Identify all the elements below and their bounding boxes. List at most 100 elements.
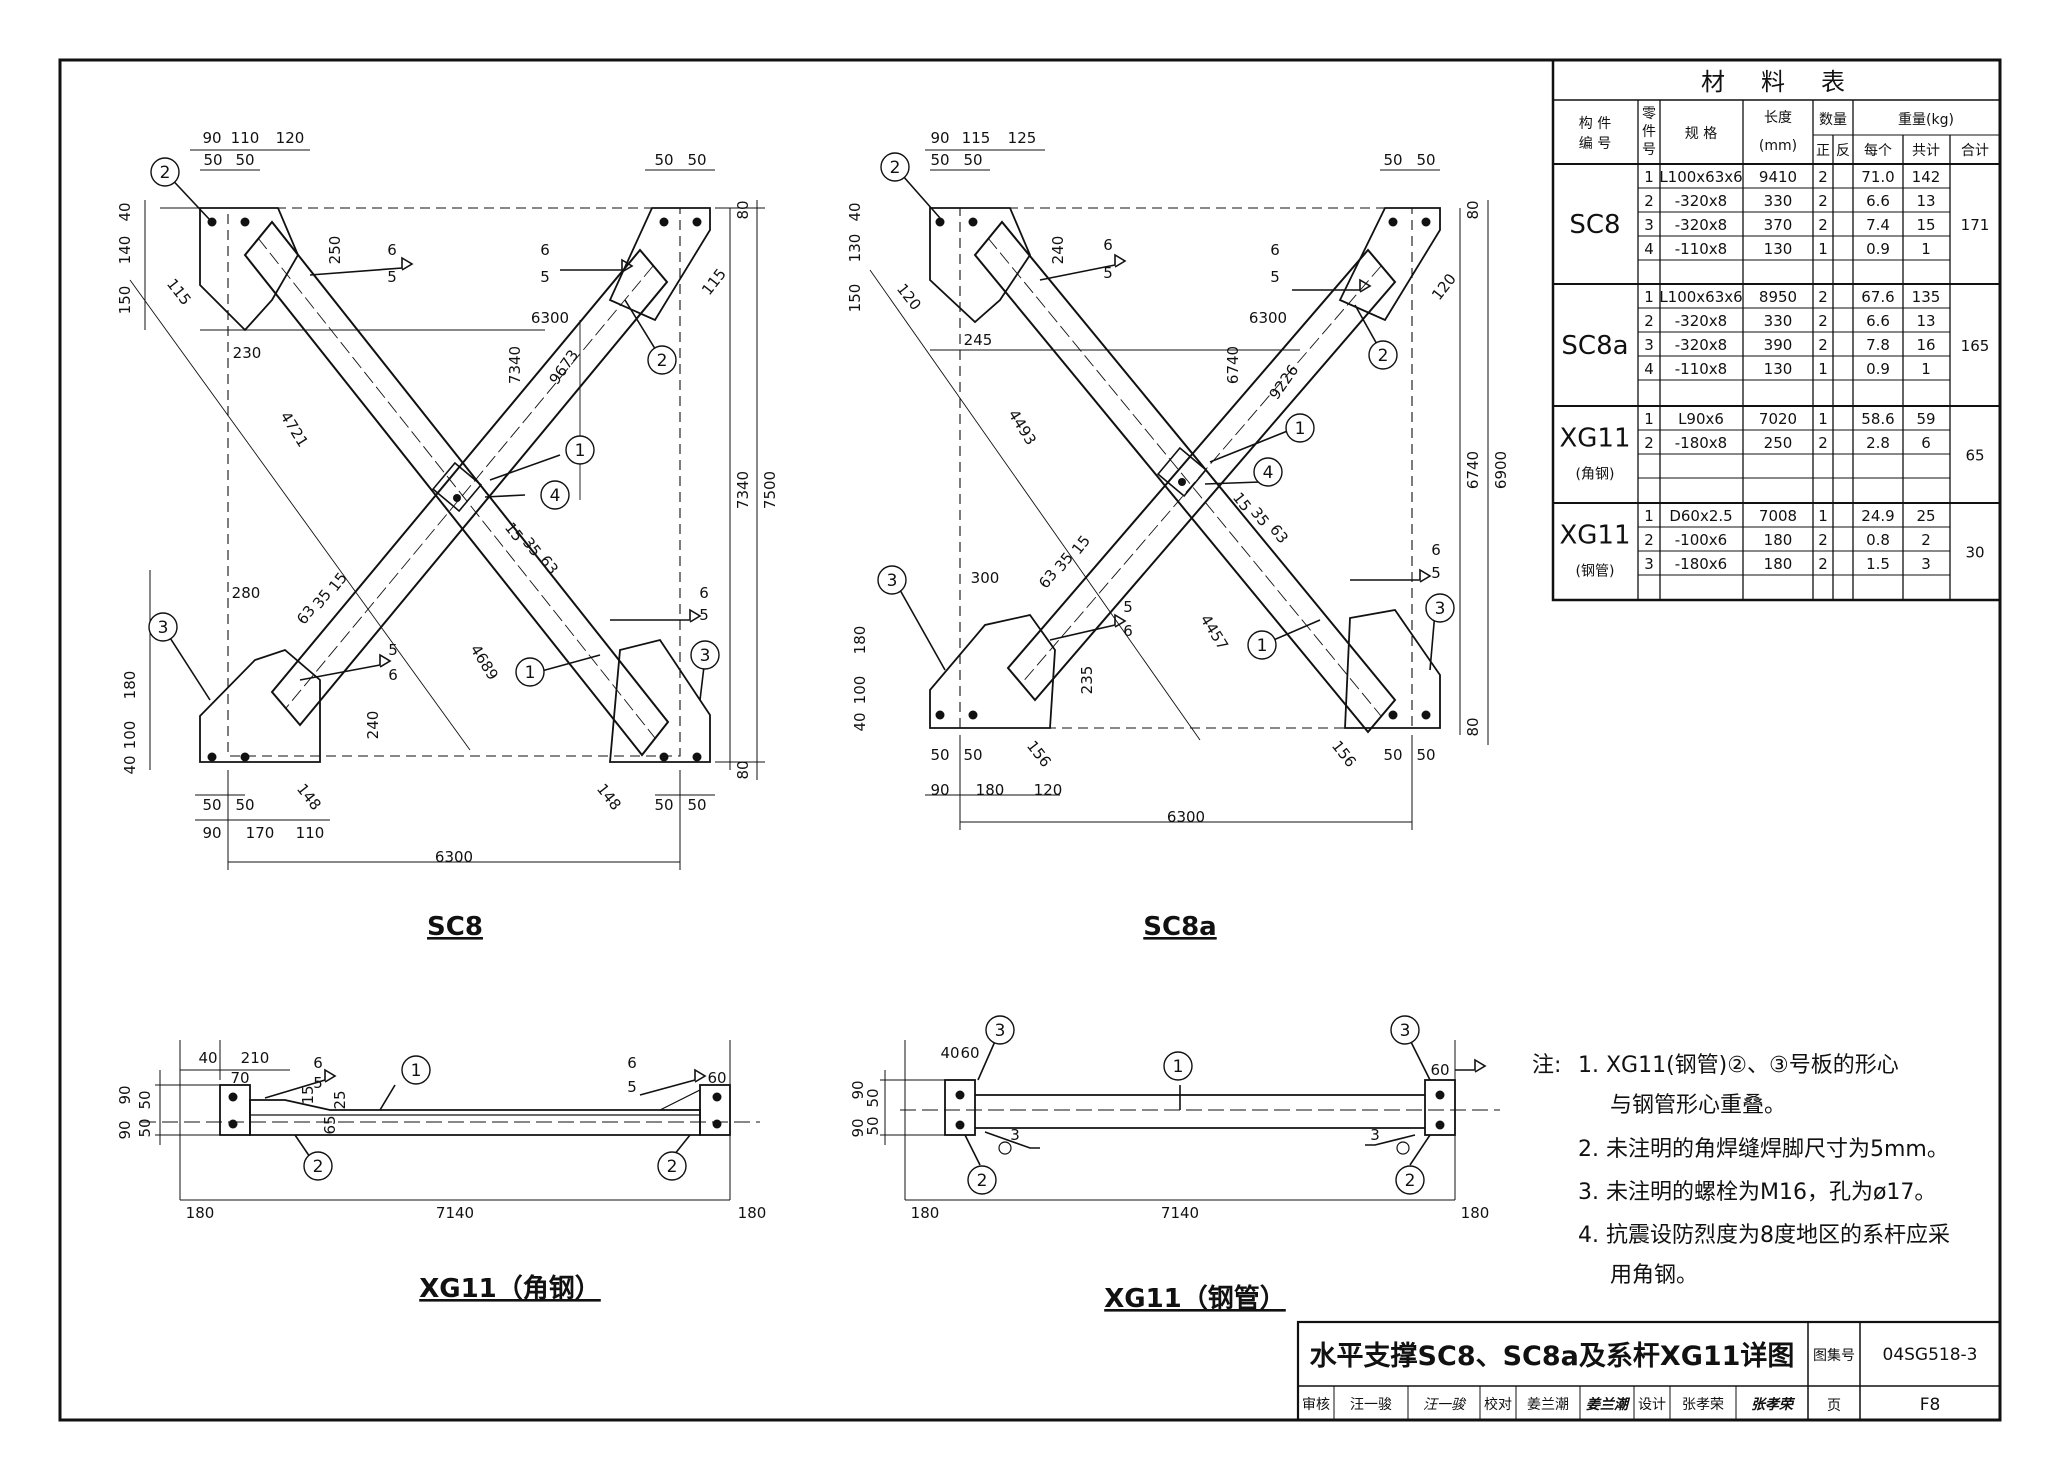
title-block-text: 水平支撑SC8、SC8a及系杆XG11详图 图集号 04SG518-3 页 F8… [1302,1340,1978,1415]
xg-pipe-caption: XG11（钢管） [1104,1284,1286,1314]
table-group-total: 165 [1961,337,1990,355]
table-member-sub: (角钢) [1576,467,1615,483]
sc8-dim-150: 150 [116,286,134,315]
review-name: 汪一骏 [1350,1397,1392,1413]
note-1-line-2: 与钢管形心重叠。 [1610,1093,1786,1118]
sc8-caption: SC8 [427,912,483,942]
part-marker-circle [1390,1015,1420,1045]
sc8a-dim-6740: 6740 [1464,451,1482,489]
sc8a-dim-50e: 50 [930,746,949,764]
atlas-no: 04SG518-3 [1883,1345,1978,1365]
sc8-dim-50b: 50 [235,151,254,169]
xga-dim-25: 25 [331,1090,349,1109]
part-marker-number: 2 [1405,1171,1416,1191]
table-cell: D60x2.5 [1669,507,1732,525]
sc8a-weld-6d: 6 [1431,541,1441,559]
sc8a-dim-50b: 50 [963,151,982,169]
sc8a-dim-125: 125 [1008,129,1037,147]
table-cell: 2 [1644,434,1654,452]
sc8-dim-148b: 148 [593,780,625,814]
table-group-total: 30 [1965,544,1984,562]
sc8-weld-6c: 6 [388,666,398,684]
part-marker-circle [985,1015,1015,1045]
table-cell: L100x63x6 [1659,288,1742,306]
xgp-dim-40: 40 [940,1044,959,1062]
part-marker-number: 3 [887,571,898,591]
hdr-weight: 重量(kg) [1898,112,1954,128]
part-marker-number: 1 [1257,636,1268,656]
sc8a-dim-80-bot: 80 [1464,717,1482,736]
part-marker-circle [657,1151,687,1181]
xga-dim-15: 15 [299,1085,317,1104]
sc8-dim-80-top: 80 [734,200,752,219]
table-cell: 0.9 [1866,240,1890,258]
part-marker-circle [1395,1165,1425,1195]
sc8-dim-50g: 50 [654,796,673,814]
table-cell: 67.6 [1861,288,1894,306]
sc8-weld-5: 5 [387,268,397,286]
xg-pipe-drawing [880,1029,1500,1201]
xga-weld-6: 6 [313,1054,323,1072]
table-cell: 6.6 [1866,312,1890,330]
part-marker-circle [565,435,595,465]
notes-prefix: 注: [1532,1053,1561,1078]
table-cell: 0.9 [1866,360,1890,378]
sc8-dim-6300: 6300 [435,848,473,866]
table-cell: 71.0 [1861,168,1894,186]
note-3: 3. 未注明的螺栓为M16，孔为ø17。 [1578,1180,1936,1205]
xga-dim-v50a: 50 [136,1090,154,1109]
sc8-dim-40: 40 [116,202,134,221]
sc8a-dim-120: 120 [893,280,925,314]
table-cell: 2.8 [1866,434,1890,452]
table-cell: 4 [1644,360,1654,378]
sc8-weld-6b: 6 [540,241,550,259]
sc8a-dim-156: 156 [1023,737,1055,771]
part-marker-circle [1247,630,1277,660]
sc8-dim-140: 140 [116,236,134,265]
sc8-dim-80-bot: 80 [734,760,752,779]
table-cell: 2 [1644,531,1654,549]
xga-weld-5b: 5 [627,1078,637,1096]
table-cell: 1 [1818,360,1828,378]
sc8-dim-50f: 50 [235,796,254,814]
xga-dim-180b: 180 [738,1204,767,1222]
xgp-dim-180a: 180 [911,1204,940,1222]
hdr-qty-pos: 正 [1816,143,1830,159]
sc8a-weld-6: 6 [1103,236,1113,254]
sc8a-dim-50g: 50 [1383,746,1402,764]
xgp-dim-60: 60 [960,1044,979,1062]
table-cell: -100x6 [1675,531,1727,549]
sc8-dim-170: 170 [246,824,275,842]
part-marker-circle [1368,340,1398,370]
sc8a-caption: SC8a [1143,912,1216,942]
part-marker-number: 3 [700,646,711,666]
sc8-dim-50e: 50 [202,796,221,814]
table-cell: 2 [1644,192,1654,210]
table-cell: 370 [1764,216,1793,234]
table-cell: 2 [1818,216,1828,234]
table-cell: 1 [1644,168,1654,186]
table-cell: -180x8 [1675,434,1727,452]
hdr-w-sum: 共计 [1912,143,1940,159]
sc8-weld-5b: 5 [540,268,550,286]
table-cell: 3 [1921,555,1931,573]
sc8a-dim-245: 245 [964,331,993,349]
table-cell: 3 [1644,555,1654,573]
part-marker-number: 4 [550,486,561,506]
sc8a-dim-50h: 50 [1416,746,1435,764]
table-cell: 7.4 [1866,216,1890,234]
hdr-part-1: 零 [1642,106,1656,122]
table-cell: 390 [1764,336,1793,354]
part-marker-number: 1 [525,663,536,683]
sc8-dim-7340-diag: 7340 [506,346,524,384]
table-cell: 0.8 [1866,531,1890,549]
sc8a-dim-120-right: 120 [1428,270,1460,304]
xga-weld-5: 5 [313,1074,323,1092]
sc8-dim-250: 250 [326,236,344,265]
sc8a-dim-6300-diag: 6300 [1249,309,1287,327]
table-title: 材 料 表 [1701,68,1851,96]
sc8-dim-50h: 50 [687,796,706,814]
sc8-dim-115-right: 115 [698,265,730,299]
sc8-drawing [129,149,765,870]
table-cell: 1 [1644,410,1654,428]
